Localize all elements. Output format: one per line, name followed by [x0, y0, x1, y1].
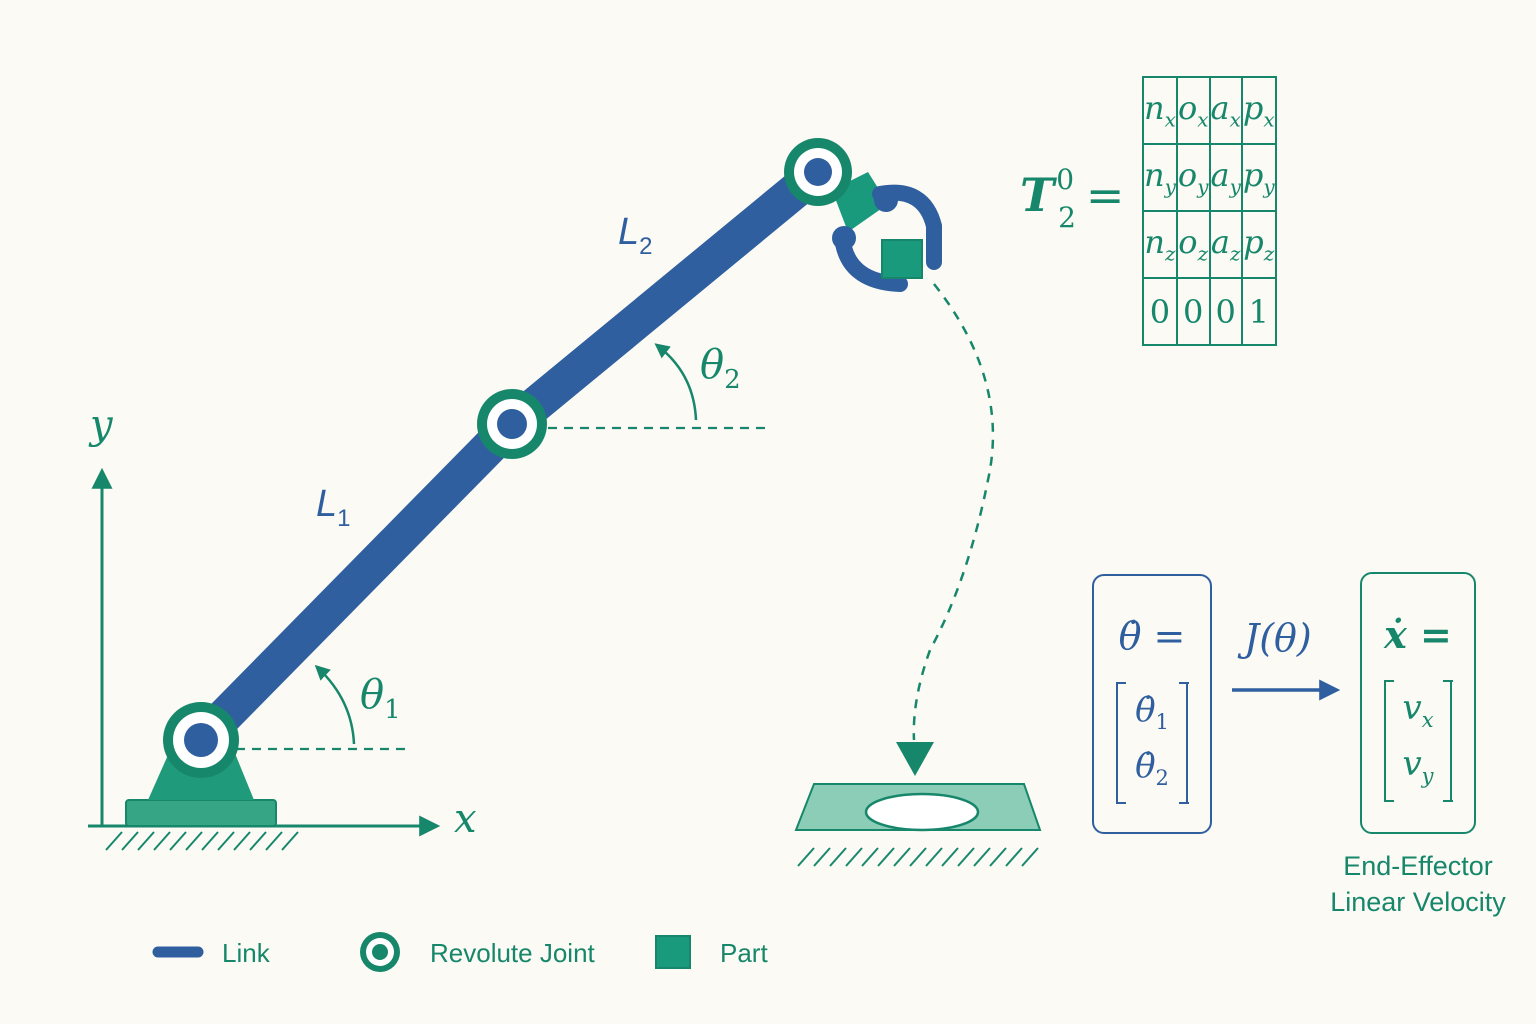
joint-velocity-heading: θ̇ = [1118, 614, 1186, 658]
end-effector-velocity-box: ẋ = vx vy [1360, 572, 1476, 834]
link1-label: L1 [316, 483, 351, 532]
end-effector-velocity-entry-x: vx [1402, 688, 1434, 732]
angle1-label: θ1 [360, 672, 401, 725]
target-ground-hatch [797, 847, 1039, 867]
link-2 [494, 154, 836, 442]
revolute-joint-elbow [477, 389, 547, 459]
angle2-arc [654, 343, 698, 421]
matrix-cell: 0 [1208, 277, 1243, 346]
legend-joint-label: Revolute Joint [430, 938, 595, 968]
base-plate [125, 799, 277, 827]
matrix-cell: ox [1175, 76, 1211, 145]
joint-velocity-vector: θ̇1 θ̇2 [1115, 682, 1189, 804]
end-effector-velocity-heading: ẋ = [1384, 612, 1452, 657]
end-effector-caption: End-Effector Linear Velocity [1310, 848, 1526, 920]
gripper-pivot-upper [874, 188, 898, 212]
target-hole [864, 792, 980, 832]
legend-part-label: Part [720, 938, 768, 968]
end-effector-caption-line2: Linear Velocity [1330, 887, 1506, 917]
gripper-pivot-lower [832, 226, 856, 250]
revolute-joint-wrist [784, 138, 852, 206]
angle2-label: θ2 [700, 342, 741, 395]
legend-link-label: Link [222, 938, 270, 968]
matrix-cell: ny [1142, 143, 1178, 212]
matrix-cell: ay [1208, 143, 1243, 212]
trajectory-arrowhead [896, 742, 934, 776]
link2-label: L2 [618, 211, 653, 260]
matrix-cell: 0 [1142, 277, 1178, 346]
matrix-cell: 1 [1240, 277, 1277, 346]
joint-velocity-box: θ̇ = θ̇1 θ̇2 [1092, 574, 1212, 834]
revolute-joint-base [163, 702, 239, 778]
legend-joint-swatch [360, 932, 400, 972]
x-axis-label: x [454, 796, 477, 842]
angle1-arc [314, 664, 356, 745]
matrix-cell: ax [1208, 76, 1243, 145]
part-block [881, 239, 923, 279]
matrix-cell: nz [1142, 210, 1178, 279]
matrix-cell: oy [1175, 143, 1211, 212]
end-effector-caption-line1: End-Effector [1343, 851, 1493, 881]
jacobian-label: J(θ) [1244, 616, 1312, 660]
pick-place-trajectory [912, 283, 995, 741]
matrix-cell: 0 [1175, 277, 1211, 346]
matrix-cell: oz [1175, 210, 1211, 279]
end-effector-velocity-vector: vx vy [1383, 680, 1453, 802]
matrix-cell: py [1240, 143, 1277, 212]
y-axis-label: y [88, 402, 114, 448]
matrix-cell: pz [1240, 210, 1277, 279]
matrix-cell: px [1240, 76, 1277, 145]
base-ground-hatch [105, 831, 299, 851]
matrix-cell: nx [1142, 76, 1178, 145]
joint-velocity-entry-2: θ̇2 [1135, 746, 1169, 790]
link-1 [183, 406, 530, 758]
matrix-cell: az [1208, 210, 1243, 279]
transform-label: T02= [1020, 162, 1125, 235]
legend-part-swatch [655, 935, 691, 969]
end-effector-velocity-entry-y: vy [1402, 744, 1434, 788]
joint-velocity-entry-1: θ̇1 [1135, 690, 1169, 734]
